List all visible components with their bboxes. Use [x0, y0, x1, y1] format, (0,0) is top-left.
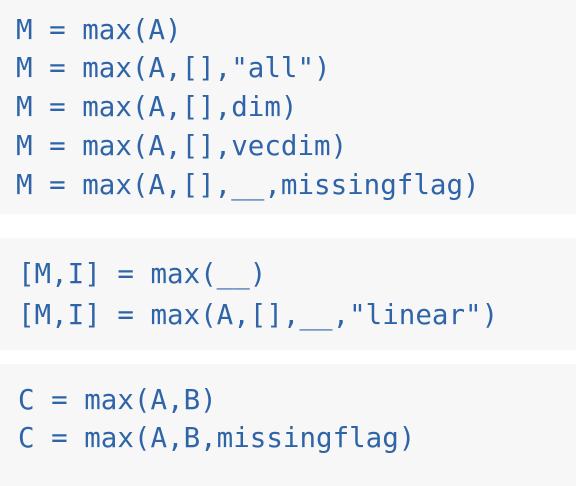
syntax-block-max-index-output: [M,I] = max(__) [M,I] = max(A,[],__,"lin…: [0, 238, 576, 350]
syntax-line: M = max(A): [16, 14, 182, 46]
syntax-block-max-single-output: M = max(A) M = max(A,[],"all") M = max(A…: [0, 0, 576, 214]
syntax-line: M = max(A,[],dim): [16, 91, 298, 123]
syntax-line: C = max(A,B,missingflag): [18, 422, 416, 454]
syntax-line: C = max(A,B): [18, 384, 217, 416]
syntax-line: [M,I] = max(__): [18, 258, 267, 290]
syntax-line: [M,I] = max(A,[],__,"linear"): [18, 299, 499, 331]
syntax-block-max-two-inputs: C = max(A,B) C = max(A,B,missingflag): [0, 364, 576, 486]
syntax-line: M = max(A,[],"all"): [16, 52, 331, 84]
syntax-line: M = max(A,[],__,missingflag): [16, 169, 480, 201]
syntax-line: M = max(A,[],vecdim): [16, 130, 348, 162]
